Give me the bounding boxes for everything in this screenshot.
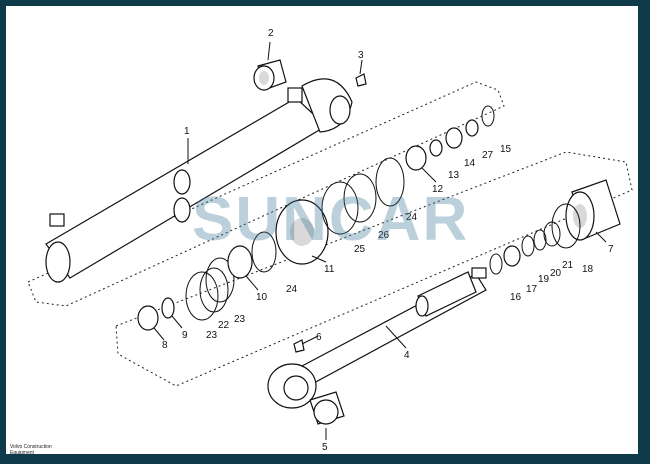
- callout-3: 3: [358, 50, 364, 61]
- part-bushing-2: [253, 59, 287, 91]
- part-20: [533, 229, 547, 251]
- credit-line-2: Equipment: [10, 450, 34, 456]
- callout-16: 16: [510, 292, 522, 303]
- piston-rod: [267, 267, 487, 409]
- callout-6: 6: [316, 332, 322, 343]
- leader-lines: [153, 41, 607, 440]
- part-12: [405, 145, 427, 171]
- callout-27: 27: [482, 150, 494, 161]
- part-grease-nipple-6: [293, 339, 305, 353]
- callouts: 1 2 3 4 5 6 7 8 9 10 11 12 13 14 15 16 1…: [162, 28, 614, 453]
- part-grease-nipple-3: [355, 73, 367, 87]
- seal-rings: [137, 105, 581, 331]
- callout-22: 22: [218, 320, 230, 331]
- publisher-credit: Volvo Construction Equipment: [10, 444, 52, 456]
- callout-18: 18: [582, 264, 594, 275]
- callout-24a: 24: [286, 284, 298, 295]
- part-16: [489, 253, 503, 275]
- part-23b: [205, 257, 235, 303]
- callout-26: 26: [378, 230, 390, 241]
- diagram-frame: 1 2 3 4 5 6 7 8 9 10 11 12 13 14 15 16 1…: [4, 4, 640, 456]
- part-bushing-5: [309, 391, 345, 425]
- cylinder-tube: [45, 78, 353, 283]
- callout-20: 20: [550, 268, 562, 279]
- callout-4: 4: [404, 350, 410, 361]
- part-17: [503, 245, 521, 267]
- part-24a: [251, 231, 277, 273]
- lower-kit-outline: [115, 151, 633, 387]
- part-26: [343, 173, 377, 223]
- part-27: [465, 119, 479, 137]
- callout-15: 15: [500, 144, 512, 155]
- part-23a: [185, 271, 219, 321]
- callout-10: 10: [256, 292, 268, 303]
- part-25: [321, 181, 359, 235]
- watermark-logo: SUNCAR: [192, 185, 470, 254]
- part-15: [481, 105, 495, 127]
- part-19: [521, 235, 535, 257]
- callout-9: 9: [182, 330, 188, 341]
- callout-19: 19: [538, 274, 550, 285]
- callout-24b: 24: [406, 212, 418, 223]
- part-24b: [375, 157, 405, 207]
- part-22: [199, 267, 229, 313]
- callout-8: 8: [162, 340, 168, 351]
- callout-5: 5: [322, 442, 328, 453]
- callout-2: 2: [268, 28, 274, 39]
- callout-7: 7: [608, 244, 614, 255]
- upper-kit-outline: [27, 81, 505, 307]
- callout-14: 14: [464, 158, 476, 169]
- credit-line-1: Volvo Construction: [10, 444, 52, 450]
- callout-1: 1: [184, 126, 190, 137]
- part-13: [429, 139, 443, 157]
- callout-13: 13: [448, 170, 460, 181]
- part-18: [551, 203, 581, 249]
- part-10: [227, 245, 253, 279]
- callout-23a: 23: [206, 330, 218, 341]
- callout-17: 17: [526, 284, 538, 295]
- callout-21: 21: [562, 260, 574, 271]
- part-9: [161, 297, 175, 319]
- part-14: [445, 127, 463, 149]
- exploded-view-drawing: 1 2 3 4 5 6 7 8 9 10 11 12 13 14 15 16 1…: [27, 28, 633, 453]
- part-8: [137, 305, 159, 331]
- callout-11: 11: [324, 264, 335, 275]
- callout-23b: 23: [234, 314, 246, 325]
- part-rod-cover-7: [565, 179, 621, 241]
- callout-25: 25: [354, 244, 366, 255]
- callout-12: 12: [432, 184, 444, 195]
